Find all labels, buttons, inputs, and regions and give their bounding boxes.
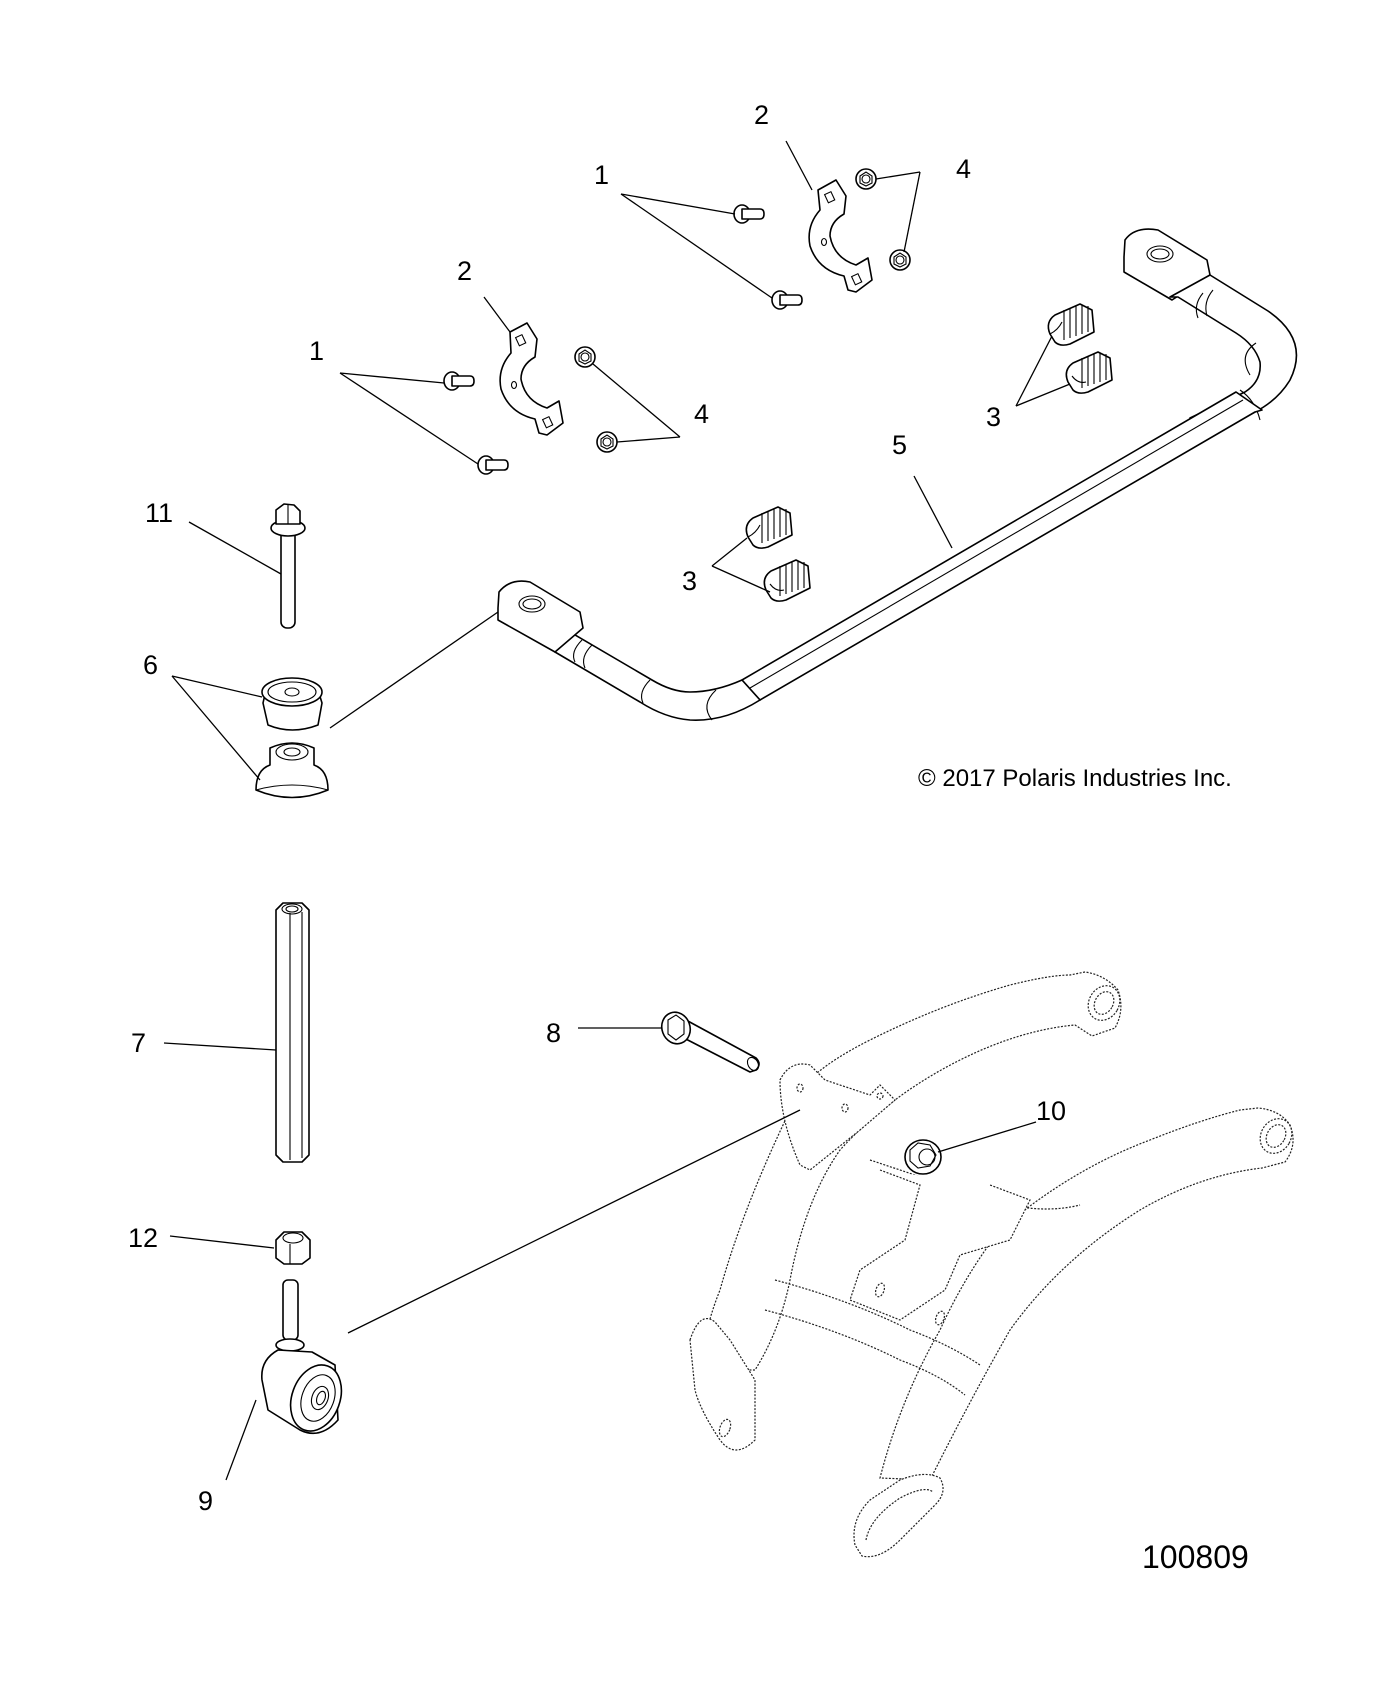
a-arm-frame (689, 971, 1294, 1558)
callout-labels: 2 1 4 2 1 4 5 3 3 11 6 7 8 10 12 9 (128, 100, 1066, 1516)
callout-9: 9 (198, 1486, 213, 1516)
bushing-pair-6 (255, 677, 329, 799)
nuts-upper (855, 168, 911, 271)
bolts-lower (443, 371, 509, 475)
callout-1-lower: 1 (309, 336, 324, 366)
jam-nut-12 (275, 1231, 311, 1265)
callout-7: 7 (131, 1028, 146, 1058)
rod-end-9 (261, 1279, 343, 1435)
callout-6: 6 (143, 650, 158, 680)
callout-12: 12 (128, 1223, 158, 1253)
callout-4-lower: 4 (694, 399, 709, 429)
bracket-lower (499, 322, 564, 436)
bolts-upper (733, 204, 803, 310)
figure-number: 100809 (1142, 1539, 1249, 1575)
callout-11: 11 (145, 498, 173, 528)
bushings-middle (745, 506, 811, 602)
bolt-8 (660, 1011, 760, 1073)
bushings-right (1047, 303, 1113, 394)
callout-2-lower: 2 (457, 256, 472, 286)
callout-8: 8 (546, 1018, 561, 1048)
callout-4-upper: 4 (956, 154, 971, 184)
callout-3-middle: 3 (682, 566, 697, 596)
nuts-lower (574, 346, 618, 453)
nut-10 (904, 1139, 942, 1175)
callout-3-right: 3 (986, 402, 1001, 432)
callout-5: 5 (892, 430, 907, 460)
bracket-upper (808, 179, 873, 293)
bolt-11 (270, 503, 306, 629)
callout-2-upper: 2 (754, 100, 769, 130)
copyright-notice: © 2017 Polaris Industries Inc. (918, 765, 1232, 792)
callout-10: 10 (1036, 1096, 1066, 1126)
stabilizer-bar (497, 228, 1298, 721)
hex-rod-7 (275, 902, 310, 1163)
leader-lines (163, 140, 1071, 1481)
callout-1-upper: 1 (594, 160, 609, 190)
